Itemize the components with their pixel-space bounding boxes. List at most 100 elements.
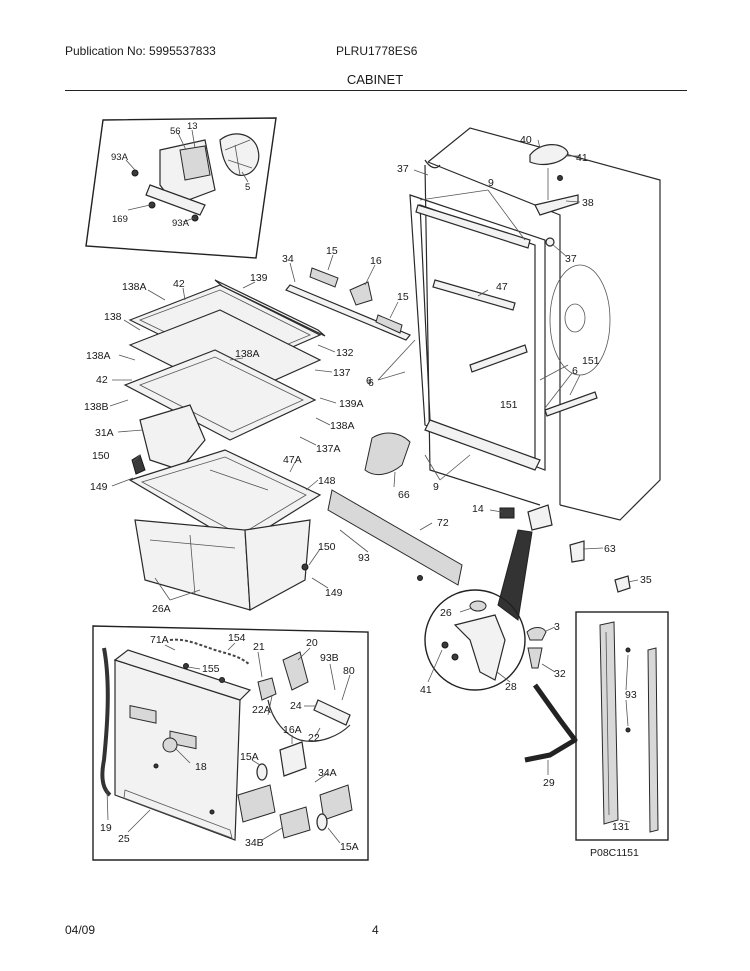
callout-label: 137A xyxy=(316,443,341,455)
callout-label: 66 xyxy=(398,489,410,501)
light-socket xyxy=(349,281,373,306)
callout-label: 15 xyxy=(326,245,338,257)
cabinet-body: 40 41 37 9 38 37 47 6 151 151 6 9 14 63 … xyxy=(368,127,661,593)
fan-shroud-bracket xyxy=(145,184,206,216)
thermostat xyxy=(257,677,277,701)
toe-grille xyxy=(327,489,463,586)
callout-label: 47A xyxy=(283,454,302,466)
screw-icon xyxy=(301,563,309,571)
door-rail xyxy=(599,621,619,825)
thermostat-knob xyxy=(162,737,178,753)
callout-label: 20 xyxy=(306,637,318,649)
light-bulb xyxy=(316,813,328,831)
cabinet-bottom-trim xyxy=(424,419,541,471)
panel-bracket xyxy=(123,789,233,839)
callout-label: 138A xyxy=(235,348,260,360)
light-bulb xyxy=(309,267,339,288)
callout-label: 6 xyxy=(572,365,578,377)
callout-label: 47 xyxy=(496,281,508,293)
callout-label: 138A xyxy=(122,281,147,293)
screw-icon xyxy=(451,653,459,661)
callout-label: 16 xyxy=(370,255,382,267)
compressor-outline xyxy=(549,264,611,376)
light-lens xyxy=(237,784,276,823)
callout-label: 151 xyxy=(582,355,600,367)
hinge-pin-bushing xyxy=(469,600,487,612)
wire-harness xyxy=(100,647,112,797)
callout-label: 93 xyxy=(625,689,637,701)
callout-label: 13 xyxy=(187,121,198,132)
callout-label: 35 xyxy=(640,574,652,586)
callout-label: 93A xyxy=(172,218,190,229)
callout-label: 9 xyxy=(488,177,494,189)
crisper-drawer-small xyxy=(139,404,206,471)
callout-label: 18 xyxy=(195,761,207,773)
callout-label: 155 xyxy=(202,663,220,675)
header-divider xyxy=(65,90,687,91)
bottom-hinge-detail: 26 3 32 41 28 29 xyxy=(420,529,578,789)
footer-page-number: 4 xyxy=(372,923,379,937)
callout-label: 28 xyxy=(505,681,517,693)
callout-label: 40 xyxy=(520,134,532,146)
callout-label: 22A xyxy=(252,704,271,716)
callout-label: 132 xyxy=(336,347,354,359)
callout-label: 3 xyxy=(554,621,560,633)
callout-label: 72 xyxy=(437,517,449,529)
callout-label: 6 xyxy=(366,375,372,387)
top-hinge-cover xyxy=(529,144,569,165)
callout-label: 25 xyxy=(118,833,130,845)
cabinet-outer-shell xyxy=(427,127,661,521)
footer-date: 04/09 xyxy=(65,923,96,937)
callout-label: 15A xyxy=(240,751,259,763)
callout-label: 15 xyxy=(397,291,409,303)
callout-label: 138B xyxy=(84,401,109,413)
callout-label: 93A xyxy=(111,152,129,163)
publication-number: Publication No: 5995537833 xyxy=(65,44,216,58)
shelf-support xyxy=(544,391,598,417)
cabinet-liner xyxy=(409,194,546,471)
callout-label: 137 xyxy=(333,367,351,379)
door-rail xyxy=(647,647,659,833)
callout-label: 139A xyxy=(339,398,364,410)
fan-motor xyxy=(179,145,211,181)
callout-label: 14 xyxy=(472,503,484,515)
section-title: CABINET xyxy=(346,72,404,87)
shelf-support xyxy=(432,279,516,311)
light-bulb xyxy=(375,314,403,334)
callout-label: 150 xyxy=(92,450,110,462)
callout-label: 41 xyxy=(576,152,588,164)
light-housing xyxy=(279,741,307,777)
door-rail-inset: 93 131 xyxy=(575,611,669,841)
callout-label: 138A xyxy=(86,350,111,362)
callout-label: 41 xyxy=(420,684,432,696)
callout-label: 138A xyxy=(330,420,355,432)
detail-projection xyxy=(497,529,533,621)
callout-label: 138 xyxy=(104,311,122,323)
callout-label: 34 xyxy=(282,253,294,265)
callout-label: 24 xyxy=(290,700,302,712)
top-hinge xyxy=(534,194,579,216)
crisper-drawer xyxy=(244,519,311,611)
relay-cover xyxy=(282,651,309,691)
callout-label: 80 xyxy=(343,665,355,677)
callout-label: 22 xyxy=(308,732,320,744)
crisper-cover-glass xyxy=(128,449,322,546)
callout-label: 32 xyxy=(554,668,566,680)
callout-label: 29 xyxy=(543,777,555,789)
callout-label: 26 xyxy=(440,607,452,619)
light-bulb xyxy=(256,763,268,781)
model-number: PLRU1778ES6 xyxy=(336,44,418,58)
cabinet-top-trim xyxy=(415,204,531,249)
rail-inset-border xyxy=(575,611,669,841)
callout-label: 93 xyxy=(358,552,370,564)
crisper-cover-rail xyxy=(285,284,411,341)
door-switch xyxy=(499,507,515,519)
callout-label: 150 xyxy=(318,541,336,553)
fan-blade xyxy=(219,133,260,176)
callout-label: 5 xyxy=(245,182,250,193)
callout-label: 37 xyxy=(565,253,577,265)
screw-icon xyxy=(131,169,139,177)
screw-icon xyxy=(191,214,199,222)
callout-label: 38 xyxy=(582,197,594,209)
callout-label: 56 xyxy=(170,126,181,137)
